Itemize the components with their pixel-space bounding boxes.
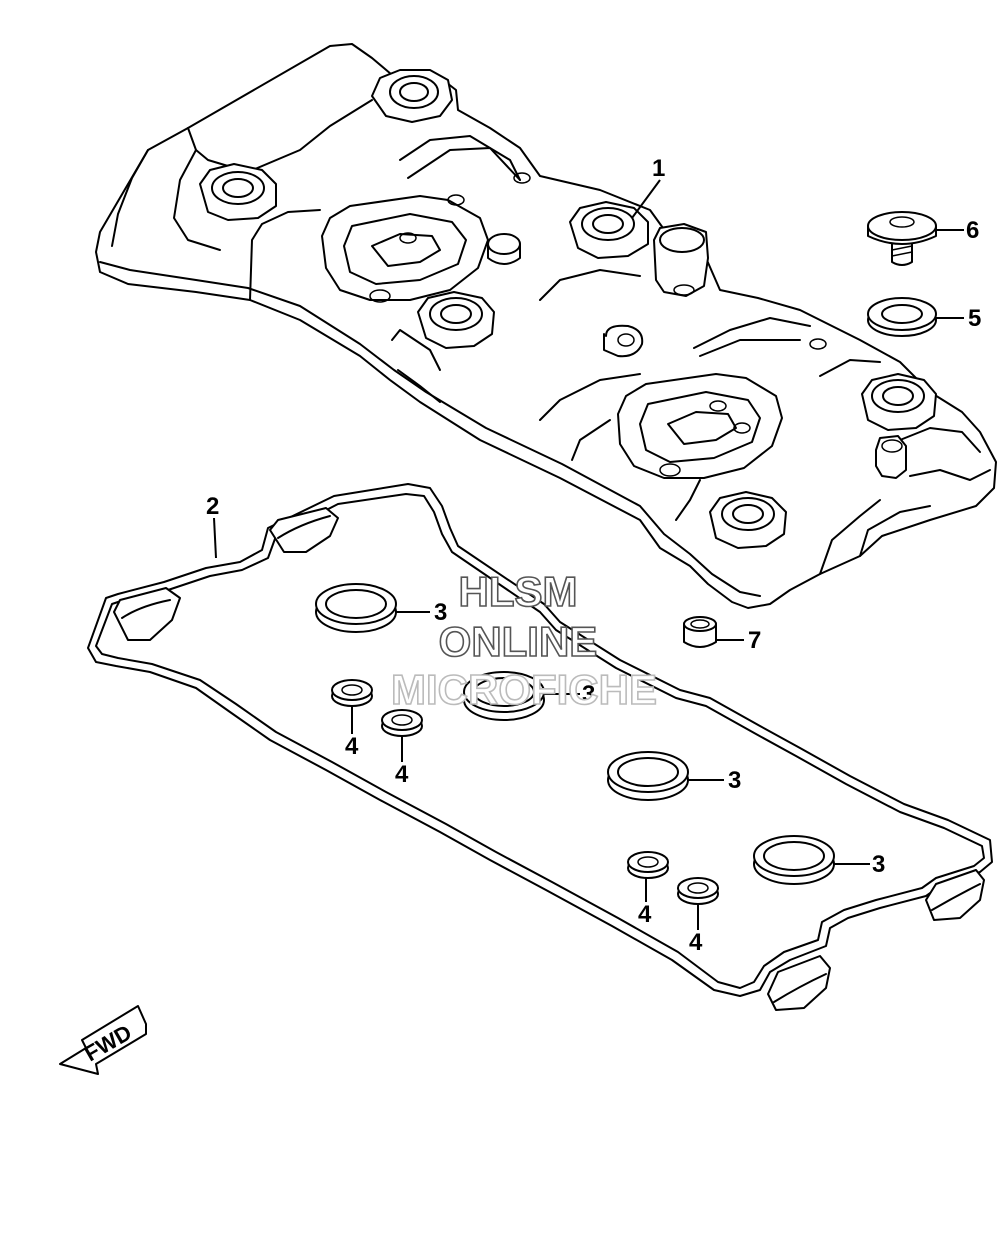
watermark-line-3: MICROFICHE	[391, 666, 657, 713]
forward-direction-arrow: FWD	[59, 1005, 147, 1075]
half-moon-seal-1	[113, 587, 181, 641]
leader-lines	[213, 179, 964, 930]
watermark-line-1: HLSM	[459, 568, 578, 615]
callout-3: 3	[728, 767, 741, 794]
half-moon-seal-3	[925, 869, 985, 921]
grommet-4[interactable]	[677, 877, 719, 905]
cover-boss-5	[861, 373, 937, 431]
cover-boss-3	[569, 201, 649, 259]
cover-boss-4	[417, 291, 495, 349]
plug-gasket-2[interactable]	[463, 671, 545, 721]
spark-plug-housing-2	[617, 373, 783, 479]
grommet-3[interactable]	[627, 851, 669, 879]
cover-boss-2	[199, 163, 277, 221]
seal-washer[interactable]	[867, 297, 937, 337]
callout-4: 4	[638, 901, 652, 928]
callout-4: 4	[395, 761, 409, 788]
cover-gasket[interactable]	[87, 483, 993, 1011]
callout-4: 4	[345, 733, 359, 760]
cover-hole	[513, 172, 531, 184]
cover-small-boss	[487, 233, 521, 265]
cover-stud	[875, 435, 907, 479]
watermark: HLSM ONLINE MICROFICHE	[390, 567, 658, 714]
callout-3: 3	[434, 599, 447, 626]
plug-gasket-4[interactable]	[753, 835, 835, 885]
cover-boss-6	[709, 491, 787, 549]
callout-1: 1	[652, 155, 665, 182]
callout-3: 3	[582, 681, 595, 708]
callout-4: 4	[689, 929, 703, 956]
callout-2: 2	[206, 493, 219, 520]
cover-bolt[interactable]	[867, 211, 937, 266]
dowel-pin[interactable]	[683, 616, 717, 648]
plug-gasket-3[interactable]	[607, 751, 689, 801]
grommet-1[interactable]	[331, 679, 373, 707]
callout-3: 3	[872, 851, 885, 878]
cover-dowel	[653, 223, 709, 297]
half-moon-seal-4	[767, 955, 831, 1011]
half-moon-seal-2	[269, 507, 339, 553]
callout-6: 6	[966, 217, 979, 244]
cover-boss-1	[371, 69, 453, 123]
callout-5: 5	[968, 305, 981, 332]
cover-hole	[809, 338, 827, 350]
cover-clip	[603, 324, 644, 358]
spark-plug-housing-1	[321, 194, 489, 303]
grommet-2[interactable]	[381, 709, 423, 737]
cylinder-head-cover[interactable]	[95, 43, 997, 609]
watermark-line-2: ONLINE	[439, 618, 598, 665]
callout-7: 7	[748, 627, 761, 654]
plug-gasket-1[interactable]	[315, 583, 397, 633]
